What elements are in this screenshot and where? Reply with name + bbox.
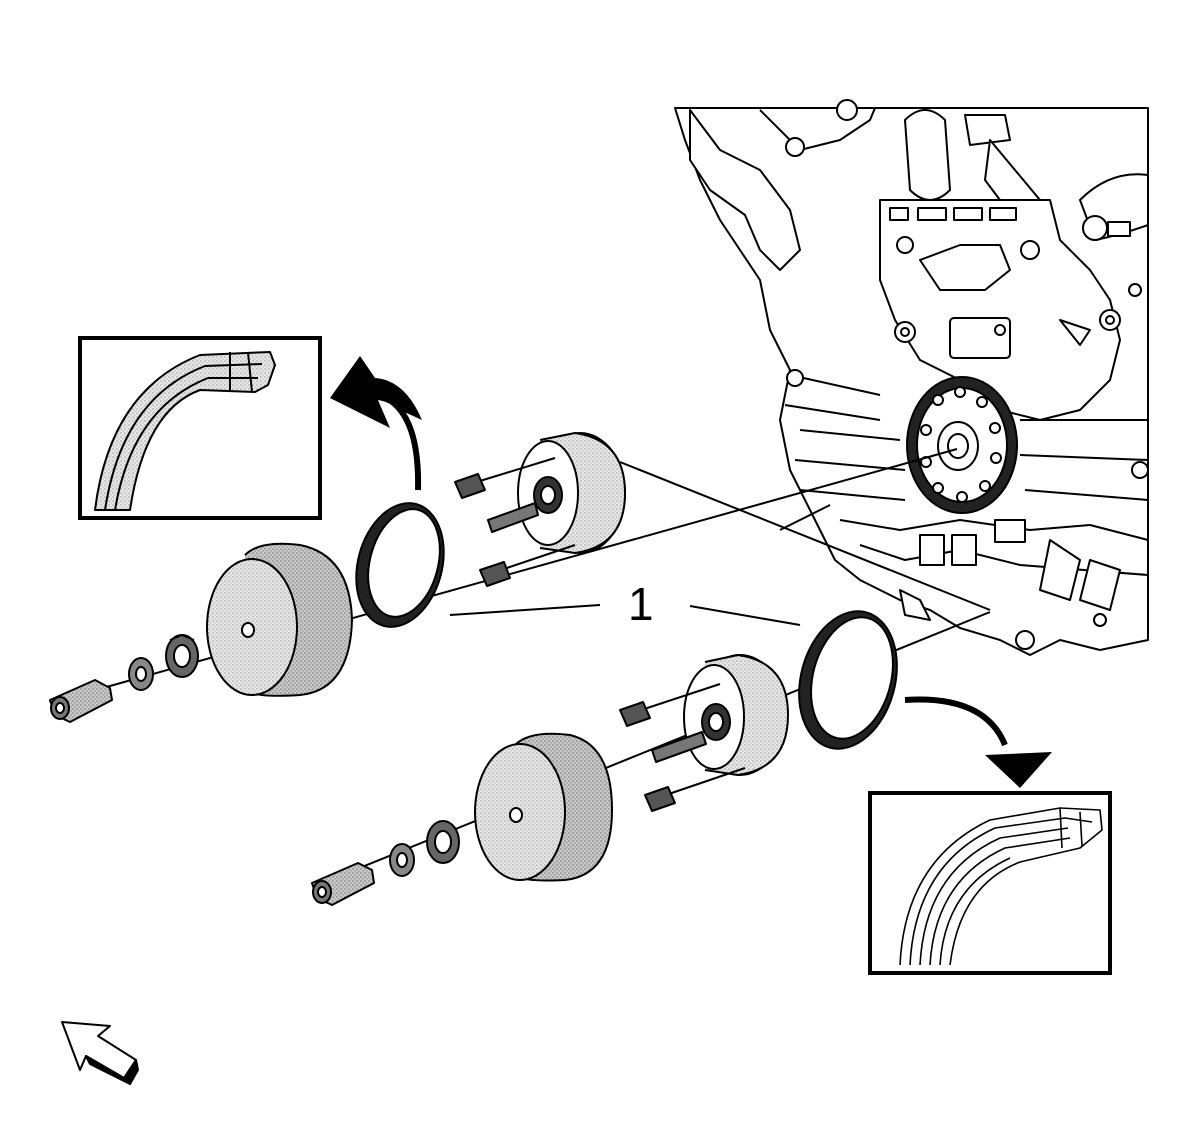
view-direction-arrow-icon [61,1021,139,1085]
lower-threaded-rod [651,731,707,763]
upper-bushing [165,634,199,678]
lower-detail-inset [868,791,1112,975]
lower-bushing [426,820,460,864]
lower-bolt-top [619,683,721,727]
upper-washer [128,657,154,691]
upper-seal-ring [355,502,445,628]
curved-arrow-left-icon [330,356,422,491]
lower-bolt-bottom [644,767,746,812]
upper-rear-driver [517,432,626,554]
lower-seal-ring [798,610,898,750]
callout-1: 1 [449,578,801,630]
upper-nut [49,679,113,723]
upper-bolt-top [454,457,556,499]
lower-nut [311,862,375,906]
callout-label: 1 [628,578,654,630]
lower-rear-driver [683,654,789,776]
leader-line-lower-seal [689,605,801,626]
upper-threaded-rod [487,502,539,533]
engine-block [674,99,1149,656]
curved-arrow-down-right-icon [904,696,1052,788]
lower-front-driver [474,732,613,882]
lower-seal-installer-assembly [311,610,898,906]
upper-bolt-bottom [479,544,576,587]
upper-detail-inset [78,336,322,520]
upper-front-driver [206,542,353,697]
lower-washer [389,843,415,877]
upper-seal-installer-assembly [49,432,626,723]
leader-line-upper-seal [449,604,601,616]
crankshaft-flange [906,376,1018,514]
